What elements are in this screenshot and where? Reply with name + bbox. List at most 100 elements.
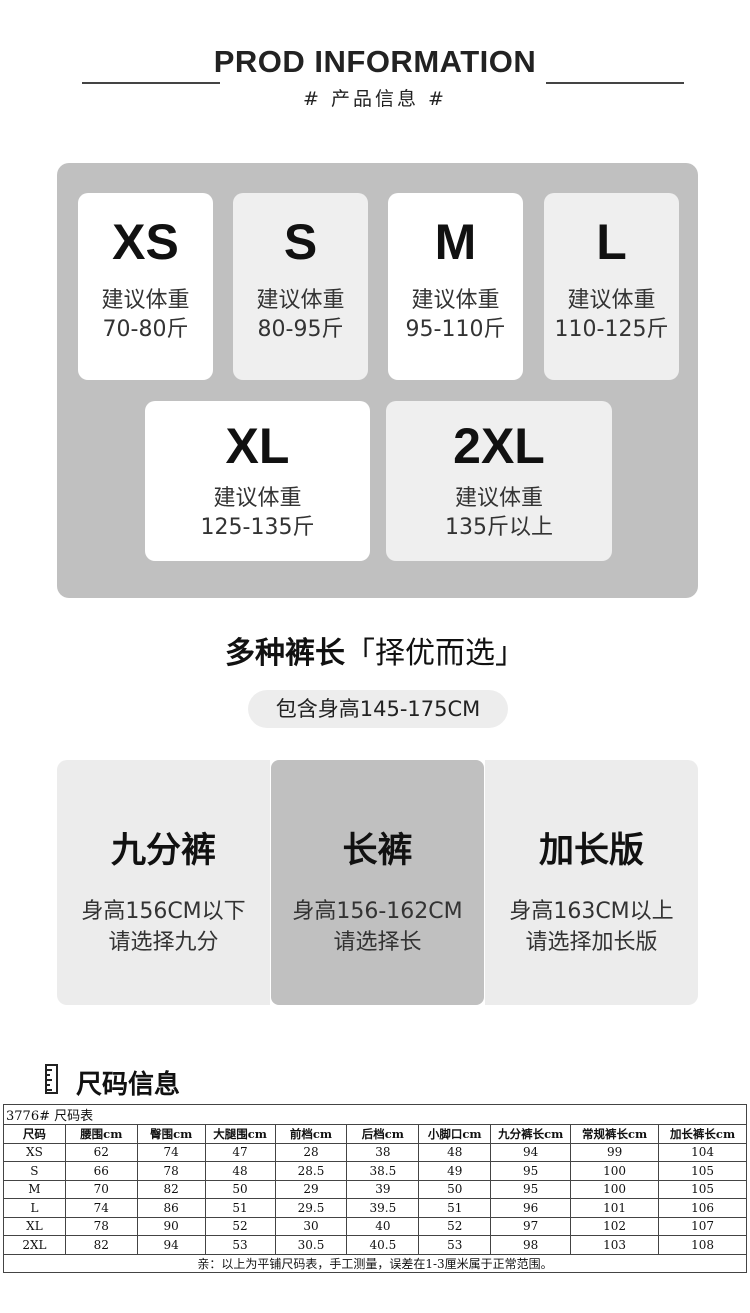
table-cell: 105 <box>658 1179 747 1199</box>
table-row: S 66 78 48 28.5 38.5 49 95 100 105 <box>3 1161 747 1181</box>
size-card-l: L 建议体重 110-125斤 <box>544 193 679 380</box>
column-header: 后档cm <box>346 1124 420 1144</box>
table-cell: 105 <box>658 1161 747 1181</box>
table-cell: 62 <box>64 1142 138 1162</box>
length-card-extended: 加长版 身高163CM以上 请选择加长版 <box>485 760 698 1005</box>
table-cell: 2XL <box>3 1235 66 1255</box>
table-row: XS 62 74 47 28 38 48 94 99 104 <box>3 1142 747 1162</box>
table-cell: 28 <box>274 1142 348 1162</box>
table-title-row: 3776# 尺码表 <box>3 1104 748 1125</box>
length-option-name: 加长版 <box>538 831 644 871</box>
table-cell: 49 <box>418 1161 492 1181</box>
length-section-title: 多种裤长「择优而选」 <box>0 628 750 672</box>
table-cell: 108 <box>658 1235 747 1255</box>
size-label: XL <box>225 418 290 474</box>
table-cell: 53 <box>204 1235 276 1255</box>
table-row: XL 78 90 52 30 40 52 97 102 107 <box>3 1216 747 1236</box>
table-cell: 30.5 <box>274 1235 348 1255</box>
size-card-xs: XS 建议体重 70-80斤 <box>78 193 213 380</box>
table-cell: 70 <box>64 1179 138 1199</box>
weight-label: 建议体重 <box>256 288 345 313</box>
table-cell: 78 <box>136 1161 206 1181</box>
table-cell: 47 <box>204 1142 276 1162</box>
table-cell: 51 <box>418 1198 492 1218</box>
table-cell: M <box>3 1179 66 1199</box>
table-cell: 40.5 <box>346 1235 420 1255</box>
table-cell: 98 <box>490 1235 572 1255</box>
table-cell: 101 <box>570 1198 660 1218</box>
length-option-advice: 请选择九分 <box>108 929 219 955</box>
table-cell: 40 <box>346 1216 420 1236</box>
table-cell: 100 <box>570 1161 660 1181</box>
table-cell: 104 <box>658 1142 747 1162</box>
table-cell: 95 <box>490 1161 572 1181</box>
size-card-2xl: 2XL 建议体重 135斤以上 <box>386 401 612 561</box>
size-table: 3776# 尺码表 尺码 腰围cm 臀围cm 大腿围cm 前档cm 后档cm 小… <box>3 1104 748 1273</box>
table-title-blank <box>205 1104 748 1125</box>
table-cell: 74 <box>136 1142 206 1162</box>
table-note: 亲：以上为平铺尺码表，手工测量，误差在1-3厘米属于正常范围。 <box>3 1253 747 1273</box>
table-cell: 39 <box>346 1179 420 1199</box>
size-label: L <box>596 214 627 270</box>
column-header: 尺码 <box>3 1124 66 1144</box>
table-cell: 94 <box>490 1142 572 1162</box>
size-card-m: M 建议体重 95-110斤 <box>388 193 523 380</box>
length-option-advice: 请选择长 <box>333 929 422 955</box>
table-cell: XS <box>3 1142 66 1162</box>
table-cell: 51 <box>204 1198 276 1218</box>
table-row: L 74 86 51 29.5 39.5 51 96 101 106 <box>3 1198 747 1218</box>
table-cell: 38.5 <box>346 1161 420 1181</box>
table-row: 2XL 82 94 53 30.5 40.5 53 98 103 108 <box>3 1235 747 1255</box>
table-cell: 48 <box>204 1161 276 1181</box>
table-cell: 95 <box>490 1179 572 1199</box>
table-cell: 50 <box>204 1179 276 1199</box>
table-cell: 78 <box>64 1216 138 1236</box>
column-header: 加长裤长cm <box>658 1124 747 1144</box>
weight-value: 125-135斤 <box>200 514 315 540</box>
table-cell: XL <box>3 1216 66 1236</box>
page-subtitle: # 产品信息 # <box>303 88 447 110</box>
table-cell: 96 <box>490 1198 572 1218</box>
table-header-row: 尺码 腰围cm 臀围cm 大腿围cm 前档cm 后档cm 小脚口cm 九分裤长c… <box>3 1124 747 1144</box>
table-cell: 38 <box>346 1142 420 1162</box>
table-cell: 82 <box>136 1179 206 1199</box>
weight-value: 110-125斤 <box>554 316 669 342</box>
table-row: M 70 82 50 29 39 50 95 100 105 <box>3 1179 747 1199</box>
column-header: 臀围cm <box>136 1124 206 1144</box>
table-cell: 53 <box>418 1235 492 1255</box>
table-cell: 29 <box>274 1179 348 1199</box>
table-cell: 94 <box>136 1235 206 1255</box>
length-option-name: 九分裤 <box>110 831 216 871</box>
size-label: 2XL <box>453 418 545 474</box>
length-option-height: 身高156-162CM <box>292 899 463 924</box>
column-header: 腰围cm <box>64 1124 138 1144</box>
table-cell: 30 <box>274 1216 348 1236</box>
table-cell: 107 <box>658 1216 747 1236</box>
size-weight-panel: XS 建议体重 70-80斤 S 建议体重 80-95斤 M 建议体重 95-1… <box>57 163 698 598</box>
table-cell: 103 <box>570 1235 660 1255</box>
table-cell: 99 <box>570 1142 660 1162</box>
length-option-height: 身高163CM以上 <box>509 899 674 924</box>
column-header: 大腿围cm <box>204 1124 276 1144</box>
ruler-icon <box>45 1064 58 1094</box>
table-cell: 106 <box>658 1198 747 1218</box>
table-cell: 66 <box>64 1161 138 1181</box>
size-card-s: S 建议体重 80-95斤 <box>233 193 368 380</box>
weight-value: 80-95斤 <box>257 316 344 342</box>
header-line-left <box>82 82 220 84</box>
size-info-heading: 尺码信息 <box>76 1070 181 1100</box>
size-card-xl: XL 建议体重 125-135斤 <box>145 401 370 561</box>
table-cell: 52 <box>418 1216 492 1236</box>
weight-value: 135斤以上 <box>445 514 553 540</box>
column-header: 前档cm <box>274 1124 348 1144</box>
table-cell: 86 <box>136 1198 206 1218</box>
table-cell: 39.5 <box>346 1198 420 1218</box>
size-label: M <box>434 214 477 270</box>
table-note-row: 亲：以上为平铺尺码表，手工测量，误差在1-3厘米属于正常范围。 <box>3 1253 747 1273</box>
length-card-cropped: 九分裤 身高156CM以下 请选择九分 <box>57 760 270 1005</box>
header-line-right <box>546 82 684 84</box>
table-cell: 52 <box>204 1216 276 1236</box>
table-cell: 48 <box>418 1142 492 1162</box>
weight-label: 建议体重 <box>213 486 302 511</box>
size-label: XS <box>112 214 179 270</box>
